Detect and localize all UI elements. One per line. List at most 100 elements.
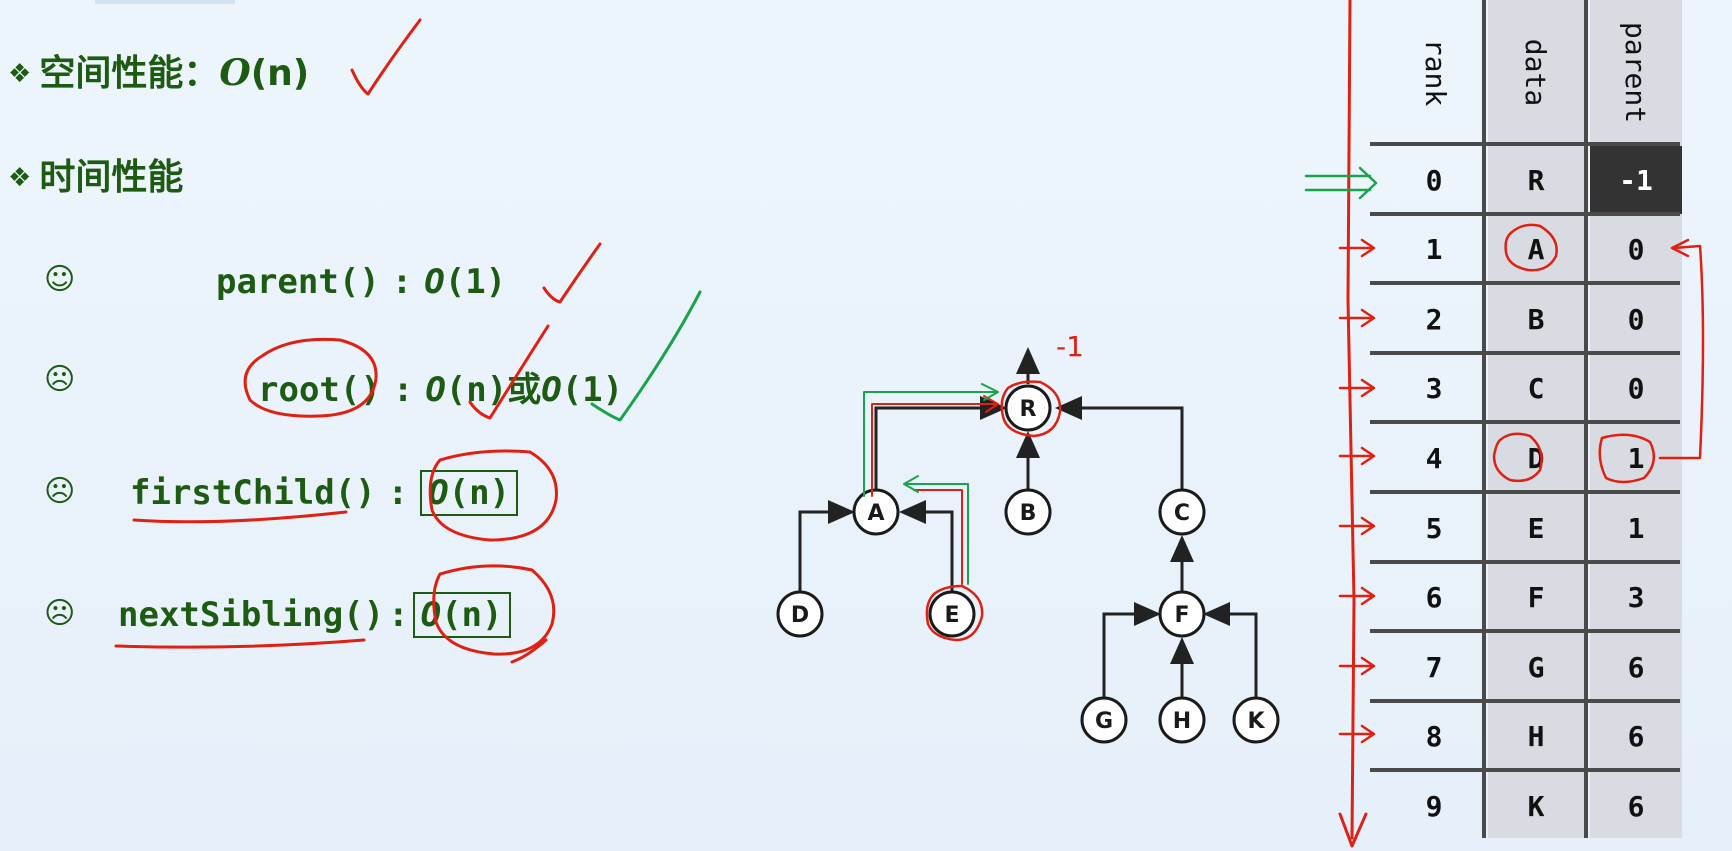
row-divider [1370,559,1680,564]
edge-c-r [1055,396,1184,490]
cell-parent: 0 [1627,372,1645,406]
tree-diagram: R A B C D E F G H K [776,347,1280,744]
cell-parent: 1 [1627,441,1645,475]
diamond-bullet-icon: ❖ [8,59,32,89]
op-parent: parent():O(1) [216,262,506,302]
header-rank-label: rank [1419,38,1453,106]
cell-parent: 3 [1627,581,1645,615]
tree-node-circle [1158,590,1206,638]
op-separator: : [392,370,414,410]
row-divider [1370,350,1680,355]
row-divider [1370,698,1680,703]
cell-data: D [1527,441,1545,475]
op-complexity: (1) [444,262,507,302]
cell-parent: -1 [1590,146,1682,214]
row-divider [1370,211,1680,216]
big-o: O [219,52,251,94]
cell-data: R [1527,163,1545,197]
tree-node-d: D [776,590,824,638]
cell-parent: 1 [1627,511,1645,545]
cell-data: F [1527,581,1545,615]
row-divider [1370,420,1680,425]
row-divider [1370,768,1680,773]
frown-icon: ☹ [44,362,76,397]
cell-rank: 1 [1425,233,1443,267]
column-divider [1584,0,1588,838]
edge-a-r [874,396,1007,492]
big-o: O [424,262,445,302]
data-column-bg [1488,0,1584,838]
tree-node-k: K [1232,696,1280,744]
tree-node-e: E [928,590,976,638]
cell-data: H [1527,720,1545,754]
op-name: firstChild() [130,473,376,513]
header-data-label: data [1519,38,1553,106]
tree-node-r: R [1004,384,1052,432]
tree-node-c: C [1158,488,1206,536]
tree-node-circle [1158,696,1206,744]
tree-node-circle [1158,488,1206,536]
op-separator: : [388,595,409,635]
frown-icon: ☹ [44,596,76,631]
tree-node-h: H [1158,696,1206,744]
cell-parent: 0 [1627,233,1645,267]
header-rank: rank [1388,12,1484,132]
tree-node-label: C [1174,501,1190,526]
tree-node-circle [776,590,824,638]
tree-node-label: G [1095,709,1113,734]
time-heading: ❖时间性能 [8,148,183,200]
row-divider [1370,142,1680,146]
edge-d-a [798,500,855,594]
frown-icon: ☹ [44,474,76,509]
header-parent-label: parent [1619,21,1653,123]
tree-node-circle [1004,488,1052,536]
column-divider [1482,0,1486,838]
tree-node-label: H [1173,709,1191,734]
header-data: data [1488,12,1584,132]
edge-e-a [899,500,954,594]
row-divider [1370,490,1680,494]
op-name: nextSibling() [118,595,385,635]
op-name: parent() [216,262,380,302]
cell-rank: 7 [1425,650,1443,684]
cell-rank: 4 [1425,441,1443,475]
header-parent: parent [1588,12,1684,132]
tree-node-label: E [944,603,959,628]
cell-rank: 2 [1425,302,1443,336]
tree-node-label: R [1020,397,1037,422]
edge-k-f [1203,602,1258,698]
tree-node-b: B [1004,488,1052,536]
big-o: O [425,370,446,410]
cell-rank: 6 [1425,581,1443,615]
cell-data: C [1527,372,1545,406]
smile-icon: ☺ [44,262,76,297]
space-heading: ❖空间性能：O(n) [8,44,309,96]
cell-parent: 0 [1627,302,1645,336]
root-parent-annotation: -1 [1056,330,1084,363]
cell-data: G [1527,650,1545,684]
time-label: 时间性能 [39,157,184,198]
cell-rank: 9 [1425,789,1443,823]
row-divider [1370,629,1680,634]
tree-node-circle [1080,696,1128,744]
cell-rank: 3 [1425,372,1443,406]
cell-parent: 6 [1627,720,1645,754]
cell-parent: 6 [1627,789,1645,823]
cell-rank: 8 [1425,720,1443,754]
cell-rank: 5 [1425,511,1443,545]
cell-data: A [1527,233,1545,267]
tree-node-a: A [852,488,900,536]
op-separator: : [387,473,409,513]
tree-node-f: F [1158,590,1206,638]
tree-node-label: D [791,603,809,628]
space-complexity: (n) [250,53,310,94]
tree-node-label: A [867,501,884,526]
tree-node-g: G [1080,696,1128,744]
tree-node-label: K [1247,709,1265,734]
cell-data: E [1527,511,1545,545]
row-divider [1370,281,1680,286]
top-accent-bar [95,0,235,4]
edge-g-f [1102,602,1161,698]
